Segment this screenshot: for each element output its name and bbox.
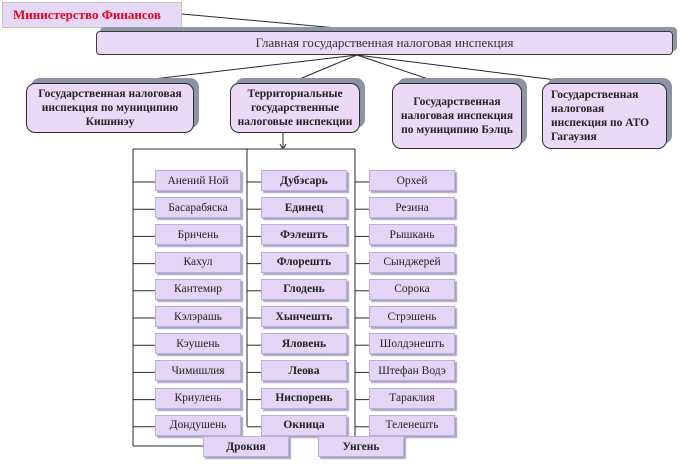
- territorial-leaf: Криулень: [155, 387, 241, 409]
- territorial-inspections-box: Территориальные государственные налоговы…: [230, 83, 360, 133]
- territorial-leaf: Резина: [369, 197, 455, 219]
- ministry-of-finance-box: Министерство Финансов: [2, 2, 182, 28]
- line-main-kishinev: [119, 54, 358, 84]
- territorial-leaf: Шолдэнешть: [369, 333, 455, 355]
- main-tax-inspection-box: Главная государственная налоговая инспек…: [96, 31, 673, 55]
- territorial-leaf: Хынчешть: [261, 306, 347, 327]
- territorial-leaf: Глодень: [261, 278, 347, 300]
- gagauzia-inspection-box: Государственная налоговая инспекция по А…: [542, 83, 667, 149]
- territorial-leaf: Флорешть: [261, 251, 347, 273]
- territorial-leaf: Ниспорень: [261, 387, 347, 409]
- territorial-leaf-ungheni: Унгень: [318, 436, 404, 457]
- territorial-leaf: Дондушень: [155, 414, 241, 436]
- territorial-leaf: Анений Ной: [155, 170, 241, 191]
- balti-inspection-box: Государственная налоговая инспекция по м…: [392, 83, 522, 149]
- territorial-leaf: Окница: [261, 414, 347, 436]
- territorial-leaf: Тараклия: [369, 387, 455, 409]
- territorial-leaf: Кахул: [155, 251, 241, 273]
- line-main-balti: [356, 54, 441, 84]
- territorial-leaf: Сынджерей: [369, 251, 455, 273]
- line-main-territorial: [289, 54, 358, 84]
- territorial-leaf: Единец: [261, 197, 347, 219]
- territorial-leaf: Кантемир: [155, 278, 241, 300]
- territorial-leaf: Сорока: [369, 278, 455, 300]
- territorial-leaf: Кэлэрашь: [155, 306, 241, 327]
- territorial-leaf: Фэлешть: [261, 224, 347, 246]
- territorial-leaf: Теленешть: [369, 414, 455, 436]
- line-ministry-main: [181, 13, 371, 32]
- territorial-leaf: Рышкань: [369, 224, 455, 246]
- territorial-leaf: Бричень: [155, 224, 241, 246]
- territorial-leaf: Кэушень: [155, 333, 241, 355]
- kishinev-inspection-box: Государственная налоговая инспекция по м…: [26, 83, 194, 133]
- territorial-leaf: Леова: [261, 360, 347, 382]
- territorial-leaf: Яловень: [261, 333, 347, 355]
- territorial-leaf: Стрэшень: [369, 306, 455, 327]
- line-main-gagauzia: [356, 54, 581, 84]
- territorial-leaf: Чимишлия: [155, 360, 241, 382]
- territorial-leaf: Штефан Водэ: [369, 360, 455, 382]
- territorial-leaf: Дубэсарь: [261, 170, 347, 191]
- territorial-leaf: Орхей: [369, 170, 455, 191]
- territorial-leaf-drokia: Дрокия: [203, 436, 289, 457]
- territorial-leaf: Басарабяска: [155, 197, 241, 219]
